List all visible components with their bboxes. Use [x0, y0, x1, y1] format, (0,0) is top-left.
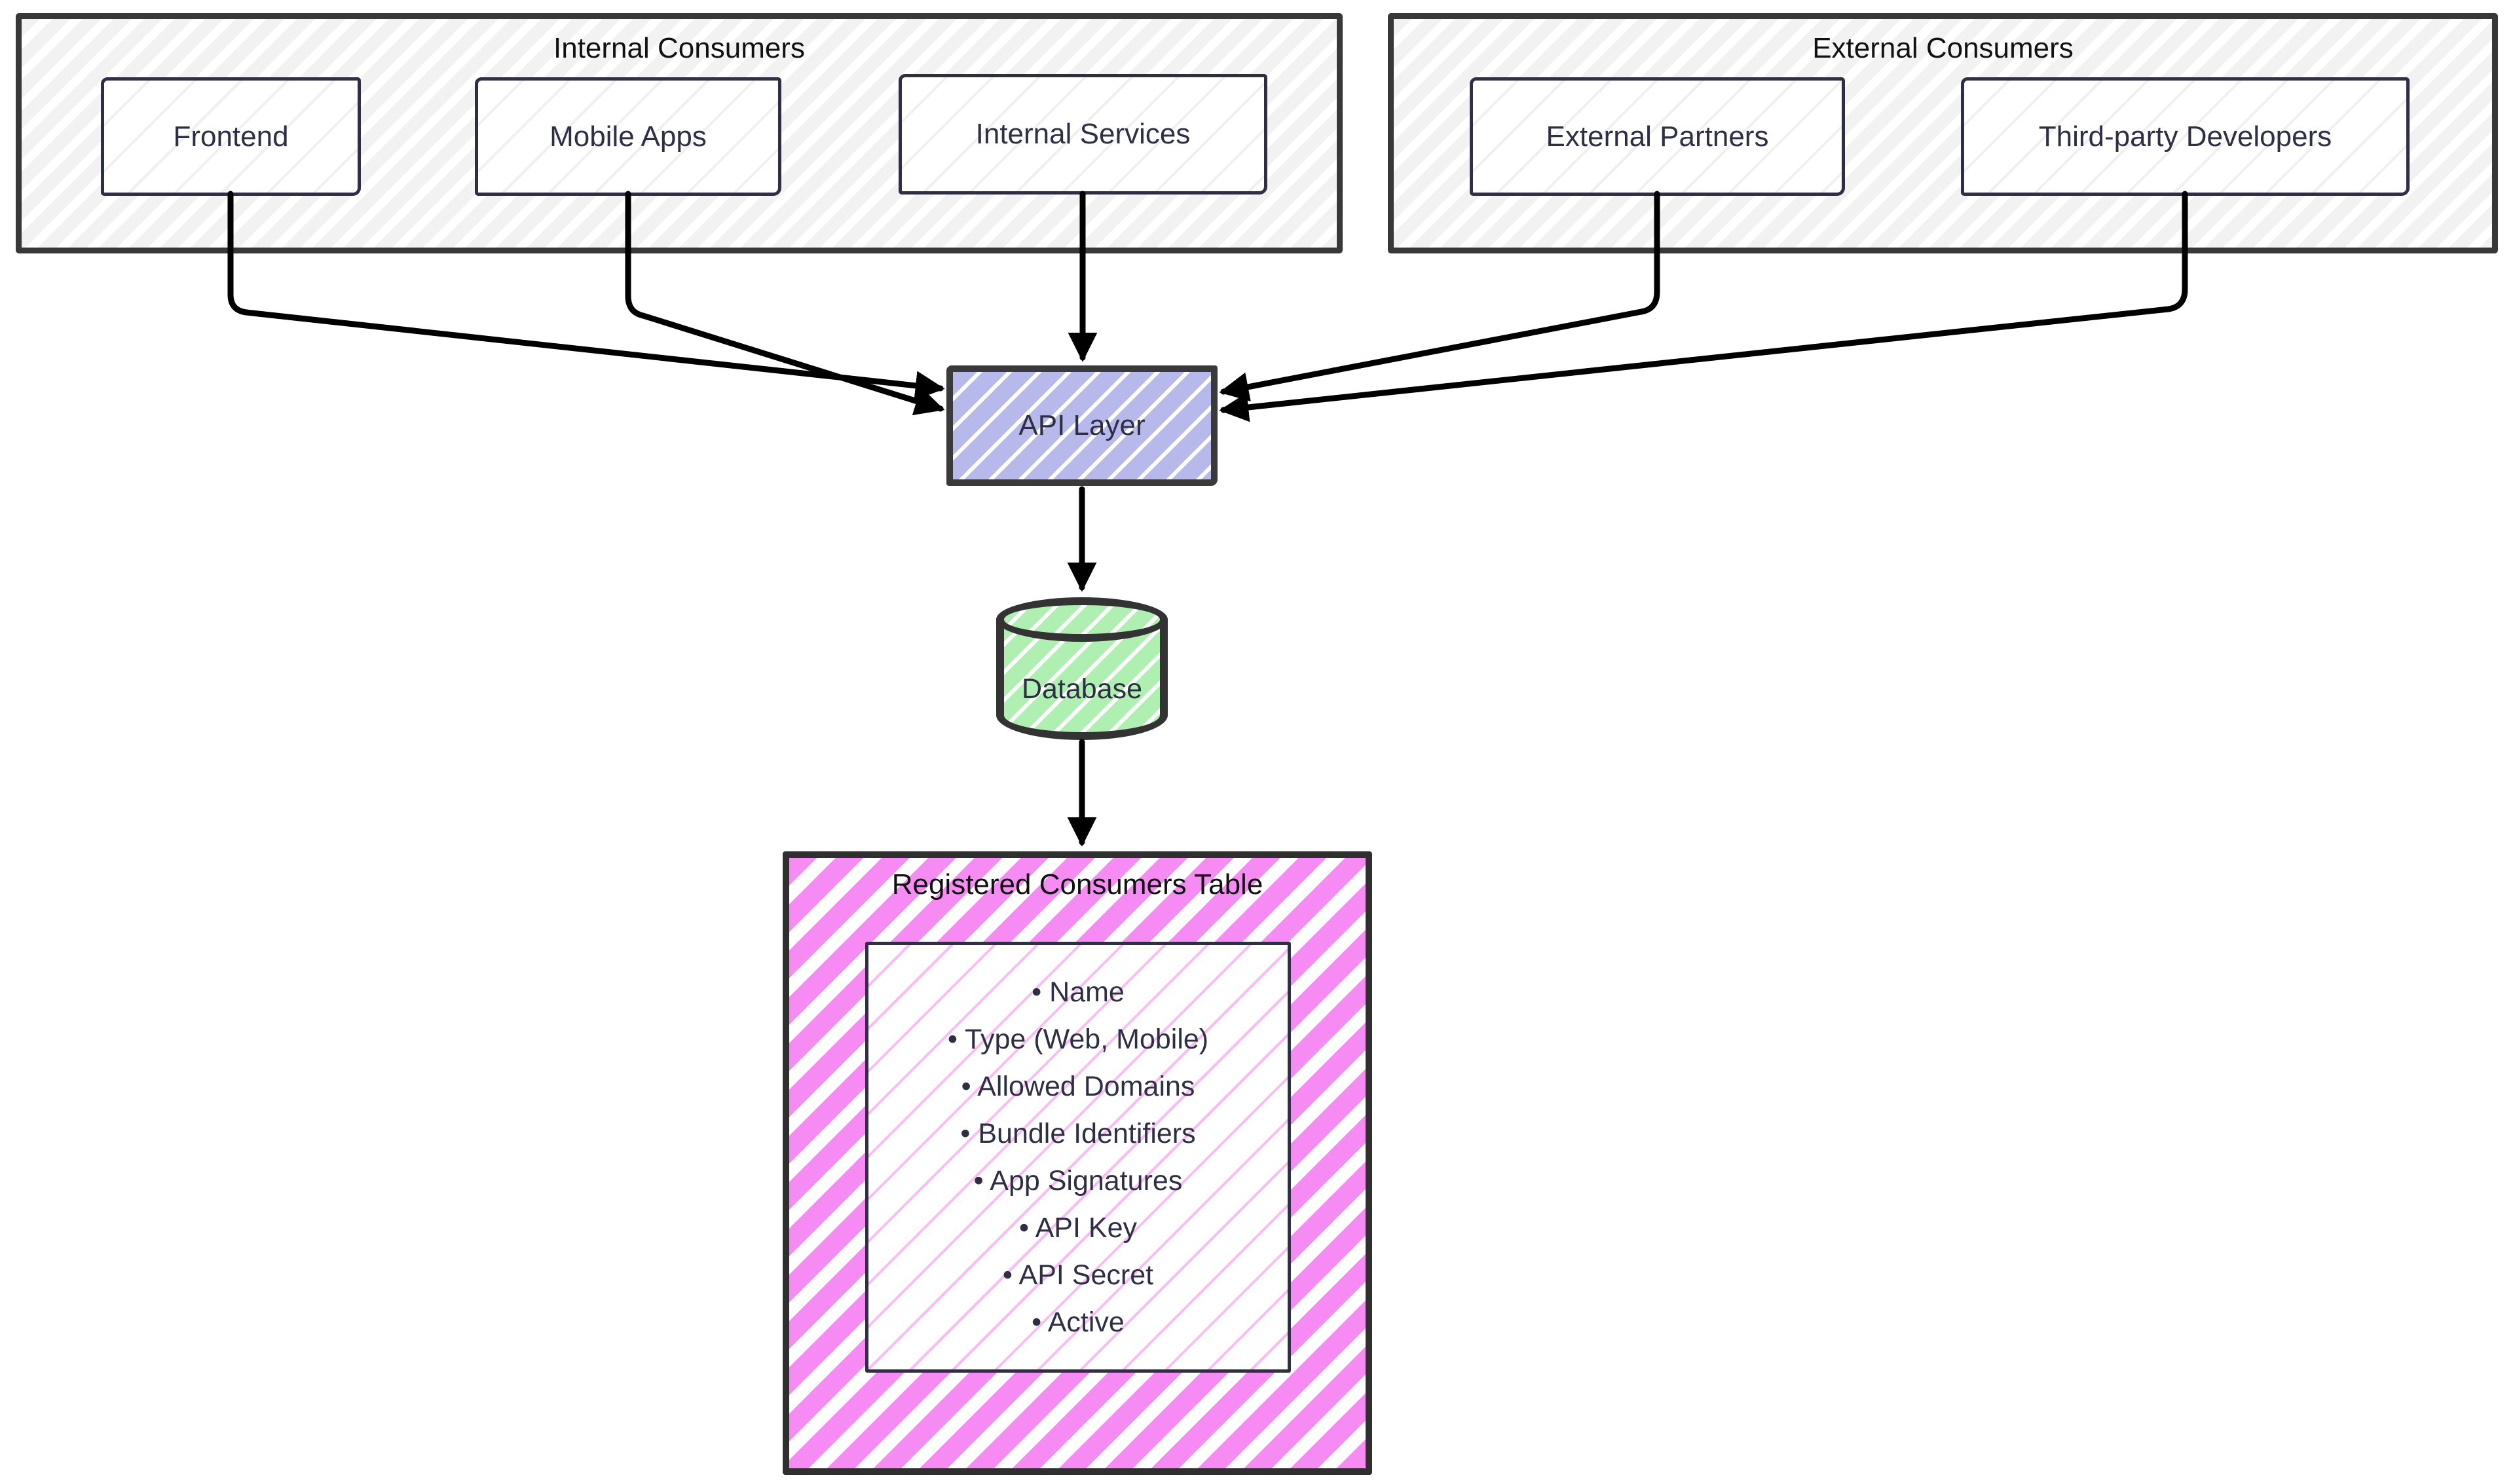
- table-field-item: • API Secret: [1002, 1259, 1154, 1291]
- table-field-item: • Name: [1032, 976, 1125, 1008]
- node-third-party-developers-label: Third-party Developers: [2038, 120, 2332, 153]
- node-api-layer-label: API Layer: [1018, 409, 1146, 441]
- node-internal-services: Internal Services: [899, 74, 1267, 195]
- node-frontend-label: Frontend: [173, 120, 289, 153]
- node-mobile-apps: Mobile Apps: [475, 77, 781, 196]
- node-third-party-developers: Third-party Developers: [1961, 77, 2410, 196]
- table-fields-box: • Name • Type (Web, Mobile) • Allowed Doma…: [865, 942, 1291, 1373]
- table-field-item: • App Signatures: [973, 1165, 1183, 1196]
- table-field-item: • Bundle Identifiers: [960, 1118, 1196, 1149]
- group-title-external-consumers: External Consumers: [1812, 32, 2074, 64]
- node-frontend: Frontend: [101, 77, 361, 196]
- group-registered-consumers-table: Registered Consumers Table • Name • Type …: [783, 851, 1372, 1475]
- database-cylinder-top: [996, 597, 1168, 642]
- node-mobile-apps-label: Mobile Apps: [550, 120, 707, 153]
- table-field-item: • Allowed Domains: [961, 1071, 1195, 1102]
- node-external-partners-label: External Partners: [1546, 120, 1769, 153]
- group-title-internal-consumers: Internal Consumers: [553, 32, 805, 64]
- group-title-registered-consumers-table: Registered Consumers Table: [891, 868, 1263, 900]
- node-external-partners: External Partners: [1470, 77, 1845, 196]
- node-database-label: Database: [1021, 673, 1143, 705]
- node-internal-services-label: Internal Services: [975, 118, 1191, 150]
- node-api-layer: API Layer: [946, 365, 1218, 486]
- table-field-item: • API Key: [1019, 1212, 1137, 1244]
- table-field-item: • Type (Web, Mobile): [947, 1024, 1209, 1055]
- table-field-item: • Active: [1032, 1307, 1125, 1338]
